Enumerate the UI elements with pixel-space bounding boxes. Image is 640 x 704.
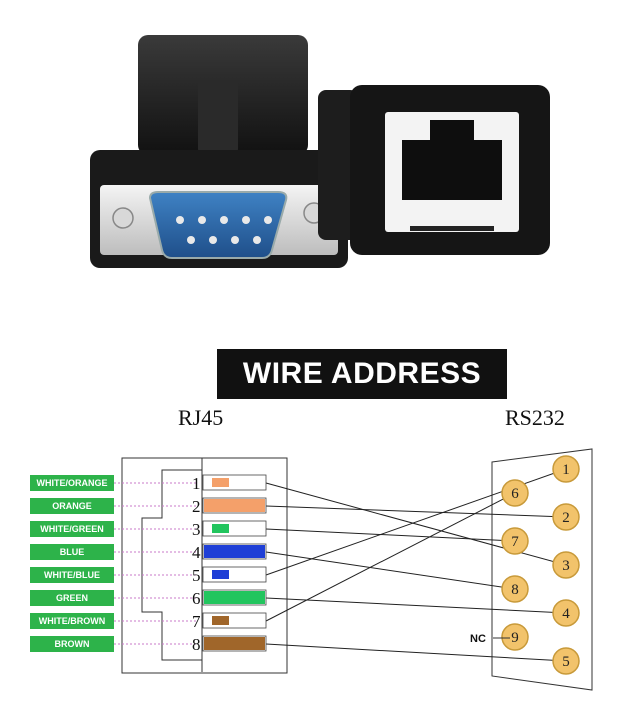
db9-adapter-rib <box>198 82 238 152</box>
rj45-pin-number-1: 1 <box>192 474 201 493</box>
rj45-pin-number-2: 2 <box>192 497 201 516</box>
wire-tag-8: BROWN <box>30 636 114 652</box>
rs232-pin-6 <box>501 479 529 507</box>
rs232-pin-4 <box>552 599 580 627</box>
rs232-pin-7 <box>501 527 529 555</box>
rs232-pin-1 <box>552 455 580 483</box>
diagram-title: WIRE ADDRESS <box>217 349 507 399</box>
rj45-wire-stripe-1 <box>212 478 229 487</box>
rj45-outline <box>121 457 288 674</box>
wire-2-to-2 <box>265 505 567 518</box>
wires-group <box>265 468 567 662</box>
adapter-photo <box>90 35 550 268</box>
wire-7-to-6 <box>265 492 516 622</box>
rj45-wire-fill-2 <box>204 499 265 512</box>
rs232-pin-9 <box>501 623 529 651</box>
wire-tag-3: WHITE/GREEN <box>30 521 114 537</box>
screw-left <box>112 207 134 229</box>
rs232-pin-3 <box>552 551 580 579</box>
rs232-pin-number-1: 1 <box>562 462 570 478</box>
rs232-pin-8 <box>501 575 529 603</box>
wire-tag-5: WHITE/BLUE <box>30 567 114 583</box>
rj45-pin-number-8: 8 <box>192 635 201 654</box>
rj45-label: RJ45 <box>178 405 224 430</box>
rs232-pin-number-7: 7 <box>511 534 519 550</box>
rs232-pins-group: 1 6 2 7 3 8 4 9 5 <box>501 455 580 675</box>
rs232-pin-number-6: 6 <box>511 486 519 502</box>
db9-shell <box>148 191 288 259</box>
rs232-pin-number-2: 2 <box>562 510 570 526</box>
wire-tag-4: BLUE <box>30 544 114 560</box>
rj45-wire-fill-6 <box>204 591 265 604</box>
rj45-pin-number-5: 5 <box>192 566 201 585</box>
rs232-pin-2 <box>552 503 580 531</box>
db9-pins <box>176 216 272 244</box>
rs232-outline <box>491 448 593 691</box>
nc-label: NC <box>470 633 486 645</box>
wire-4-to-8 <box>265 551 516 590</box>
rj45-wire-stripe-7 <box>212 616 229 625</box>
rs232-pin-number-4: 4 <box>562 606 570 622</box>
rj45-pin-number-4: 4 <box>192 543 201 562</box>
rj45-port-tab <box>430 120 474 142</box>
wire-tag-6: GREEN <box>30 590 114 606</box>
wire-8-to-5 <box>265 643 567 662</box>
rj45-port-opening <box>402 140 502 200</box>
rs232-pin-number-3: 3 <box>562 558 570 574</box>
rj45-pin-number-7: 7 <box>192 612 201 631</box>
rs232-pin-number-8: 8 <box>511 582 519 598</box>
rj45-wire-stripe-3 <box>212 524 229 533</box>
wire-6-to-4 <box>265 597 567 614</box>
wire-tag-2: ORANGE <box>30 498 114 514</box>
wire-tag-1: WHITE/ORANGE <box>30 475 114 491</box>
rj45-pin-number-6: 6 <box>192 589 201 608</box>
rj45-pins-group: 1 2 3 4 5 6 7 8 <box>114 474 267 654</box>
rj45-latch-outline <box>141 458 203 672</box>
rj45-wire-stripe-5 <box>212 570 229 579</box>
rj45-wire-fill-4 <box>204 545 265 558</box>
rj45-pin-number-3: 3 <box>192 520 201 539</box>
wire-3-to-7 <box>265 528 516 542</box>
rs232-pin-number-5: 5 <box>562 654 570 670</box>
rj45-port-slot <box>410 226 494 231</box>
wire-tag-7: WHITE/BROWN <box>30 613 114 629</box>
rs232-pin-number-9: 9 <box>511 630 519 646</box>
rj45-adapter-back <box>318 90 358 240</box>
rj45-wire-fill-8 <box>204 637 265 650</box>
rs232-pin-5 <box>552 647 580 675</box>
rs232-label: RS232 <box>505 405 565 430</box>
